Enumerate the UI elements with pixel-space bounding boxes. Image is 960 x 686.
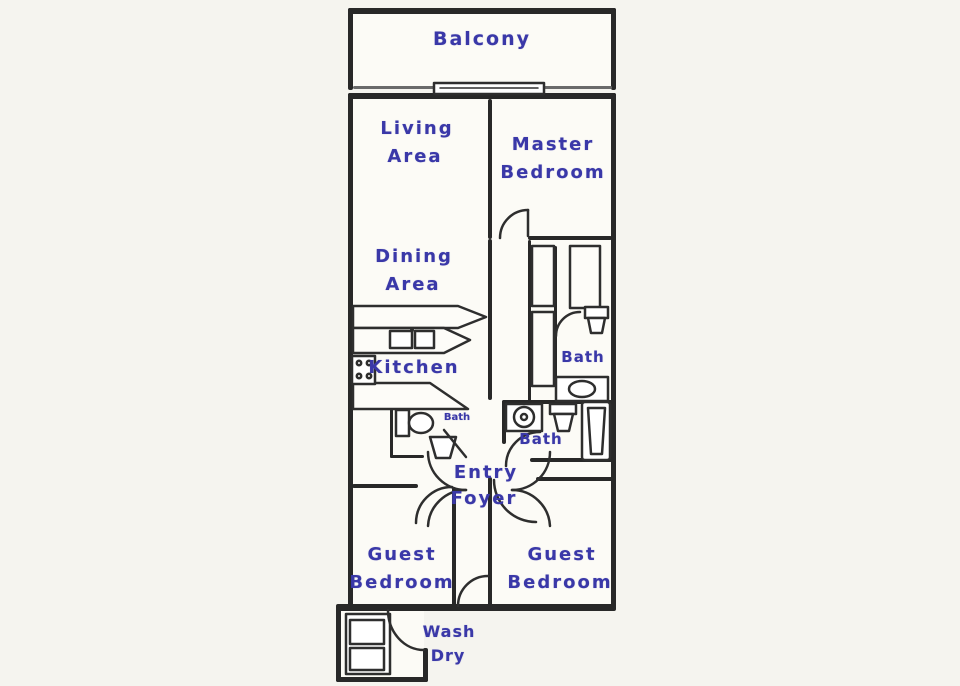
wall-closet-bath: [554, 246, 557, 384]
window-balcony-right: [544, 86, 612, 89]
guest-bedroom-left-label-2: Bedroom: [349, 572, 455, 593]
bathtub-icon: [582, 402, 610, 460]
wall-unit-right: [611, 93, 616, 610]
guest-bath-door-swing: [506, 432, 540, 466]
master-bath-label: Bath: [561, 348, 605, 366]
window-balcony-left: [353, 86, 435, 89]
living-area-label-1: Living: [380, 118, 454, 139]
dryer-icon: [350, 648, 384, 670]
wall-unit-bottom: [338, 604, 616, 611]
guest-bedroom-right-door-swing: [494, 480, 536, 522]
master-bedroom-label-2: Bedroom: [500, 162, 606, 183]
wall-living-master: [488, 99, 492, 239]
wall-hall-left: [488, 239, 492, 400]
dining-area-label-1: Dining: [375, 246, 453, 267]
wall-halfbath-left: [390, 400, 393, 458]
half-bath-sink-icon: [430, 437, 456, 458]
kitchen-label: Kitchen: [368, 357, 460, 378]
guest-bath-toilet-icon: [550, 404, 576, 431]
wall-master-bottom: [528, 236, 612, 240]
laundry-label-1: Wash: [422, 622, 476, 641]
wall-unit-left: [348, 93, 353, 610]
wall-guestbedroom-left-top: [352, 484, 418, 488]
wall-halfbath-bottom: [390, 455, 424, 458]
wall-guestbath-bottom: [530, 458, 616, 462]
half-bath-label: Bath: [443, 412, 471, 423]
guest-bedroom-left-label-1: Guest: [367, 544, 437, 565]
wall-hall-right: [528, 240, 531, 404]
guest-bedroom-left-door-swing: [416, 487, 452, 523]
entry-foyer-label-2: Foyer: [450, 488, 518, 509]
wall-laundry-left: [336, 604, 341, 682]
guest-bedroom-right-label-1: Guest: [527, 544, 597, 565]
range-icon: [352, 356, 375, 384]
wall-laundry-right: [423, 648, 428, 682]
master-bath-door-swing: [556, 312, 580, 336]
half-bath-door: [444, 430, 466, 457]
half-bath-toilet-icon: [396, 410, 433, 436]
master-bath-vanity-icon: [556, 377, 608, 401]
dining-area-label-2: Area: [385, 274, 441, 295]
wall-balcony-left: [348, 8, 353, 90]
guest-bedroom-right-label-2: Bedroom: [507, 572, 613, 593]
wall-laundry-bottom: [336, 677, 428, 682]
wall-guestbedroom-right-left: [488, 477, 492, 608]
balcony-floor: [352, 12, 612, 88]
wall-guestbedroom-right-top: [536, 477, 616, 481]
foyer-left-door-swing: [428, 452, 466, 526]
closet-icon: [532, 246, 600, 386]
wall-guestbedroom-left-right: [452, 487, 456, 608]
sliding-glass-door-icon: [434, 83, 544, 94]
master-door-swing: [500, 210, 528, 238]
wall-guestbath-left: [502, 400, 506, 444]
guest-bath-label: Bath: [519, 430, 563, 448]
laundry-label-2: Dry: [430, 646, 466, 665]
laundry-door-swing: [388, 610, 424, 650]
entry-foyer-label-1: Entry: [453, 462, 519, 483]
wall-unit-top: [348, 93, 616, 99]
kitchen-sink-icon: [390, 328, 434, 348]
foyer-right-door-swing: [512, 452, 550, 526]
master-bath-toilet-icon: [585, 307, 608, 333]
master-bedroom-label-1: Master: [511, 134, 595, 155]
guest-bath-vanity-icon: [506, 404, 542, 431]
hall-closet-door-swing: [458, 576, 488, 606]
wall-balcony-right: [611, 8, 616, 90]
wall-balcony-top: [348, 8, 616, 14]
balcony-label: Balcony: [432, 28, 532, 50]
living-area-label-2: Area: [387, 146, 443, 167]
